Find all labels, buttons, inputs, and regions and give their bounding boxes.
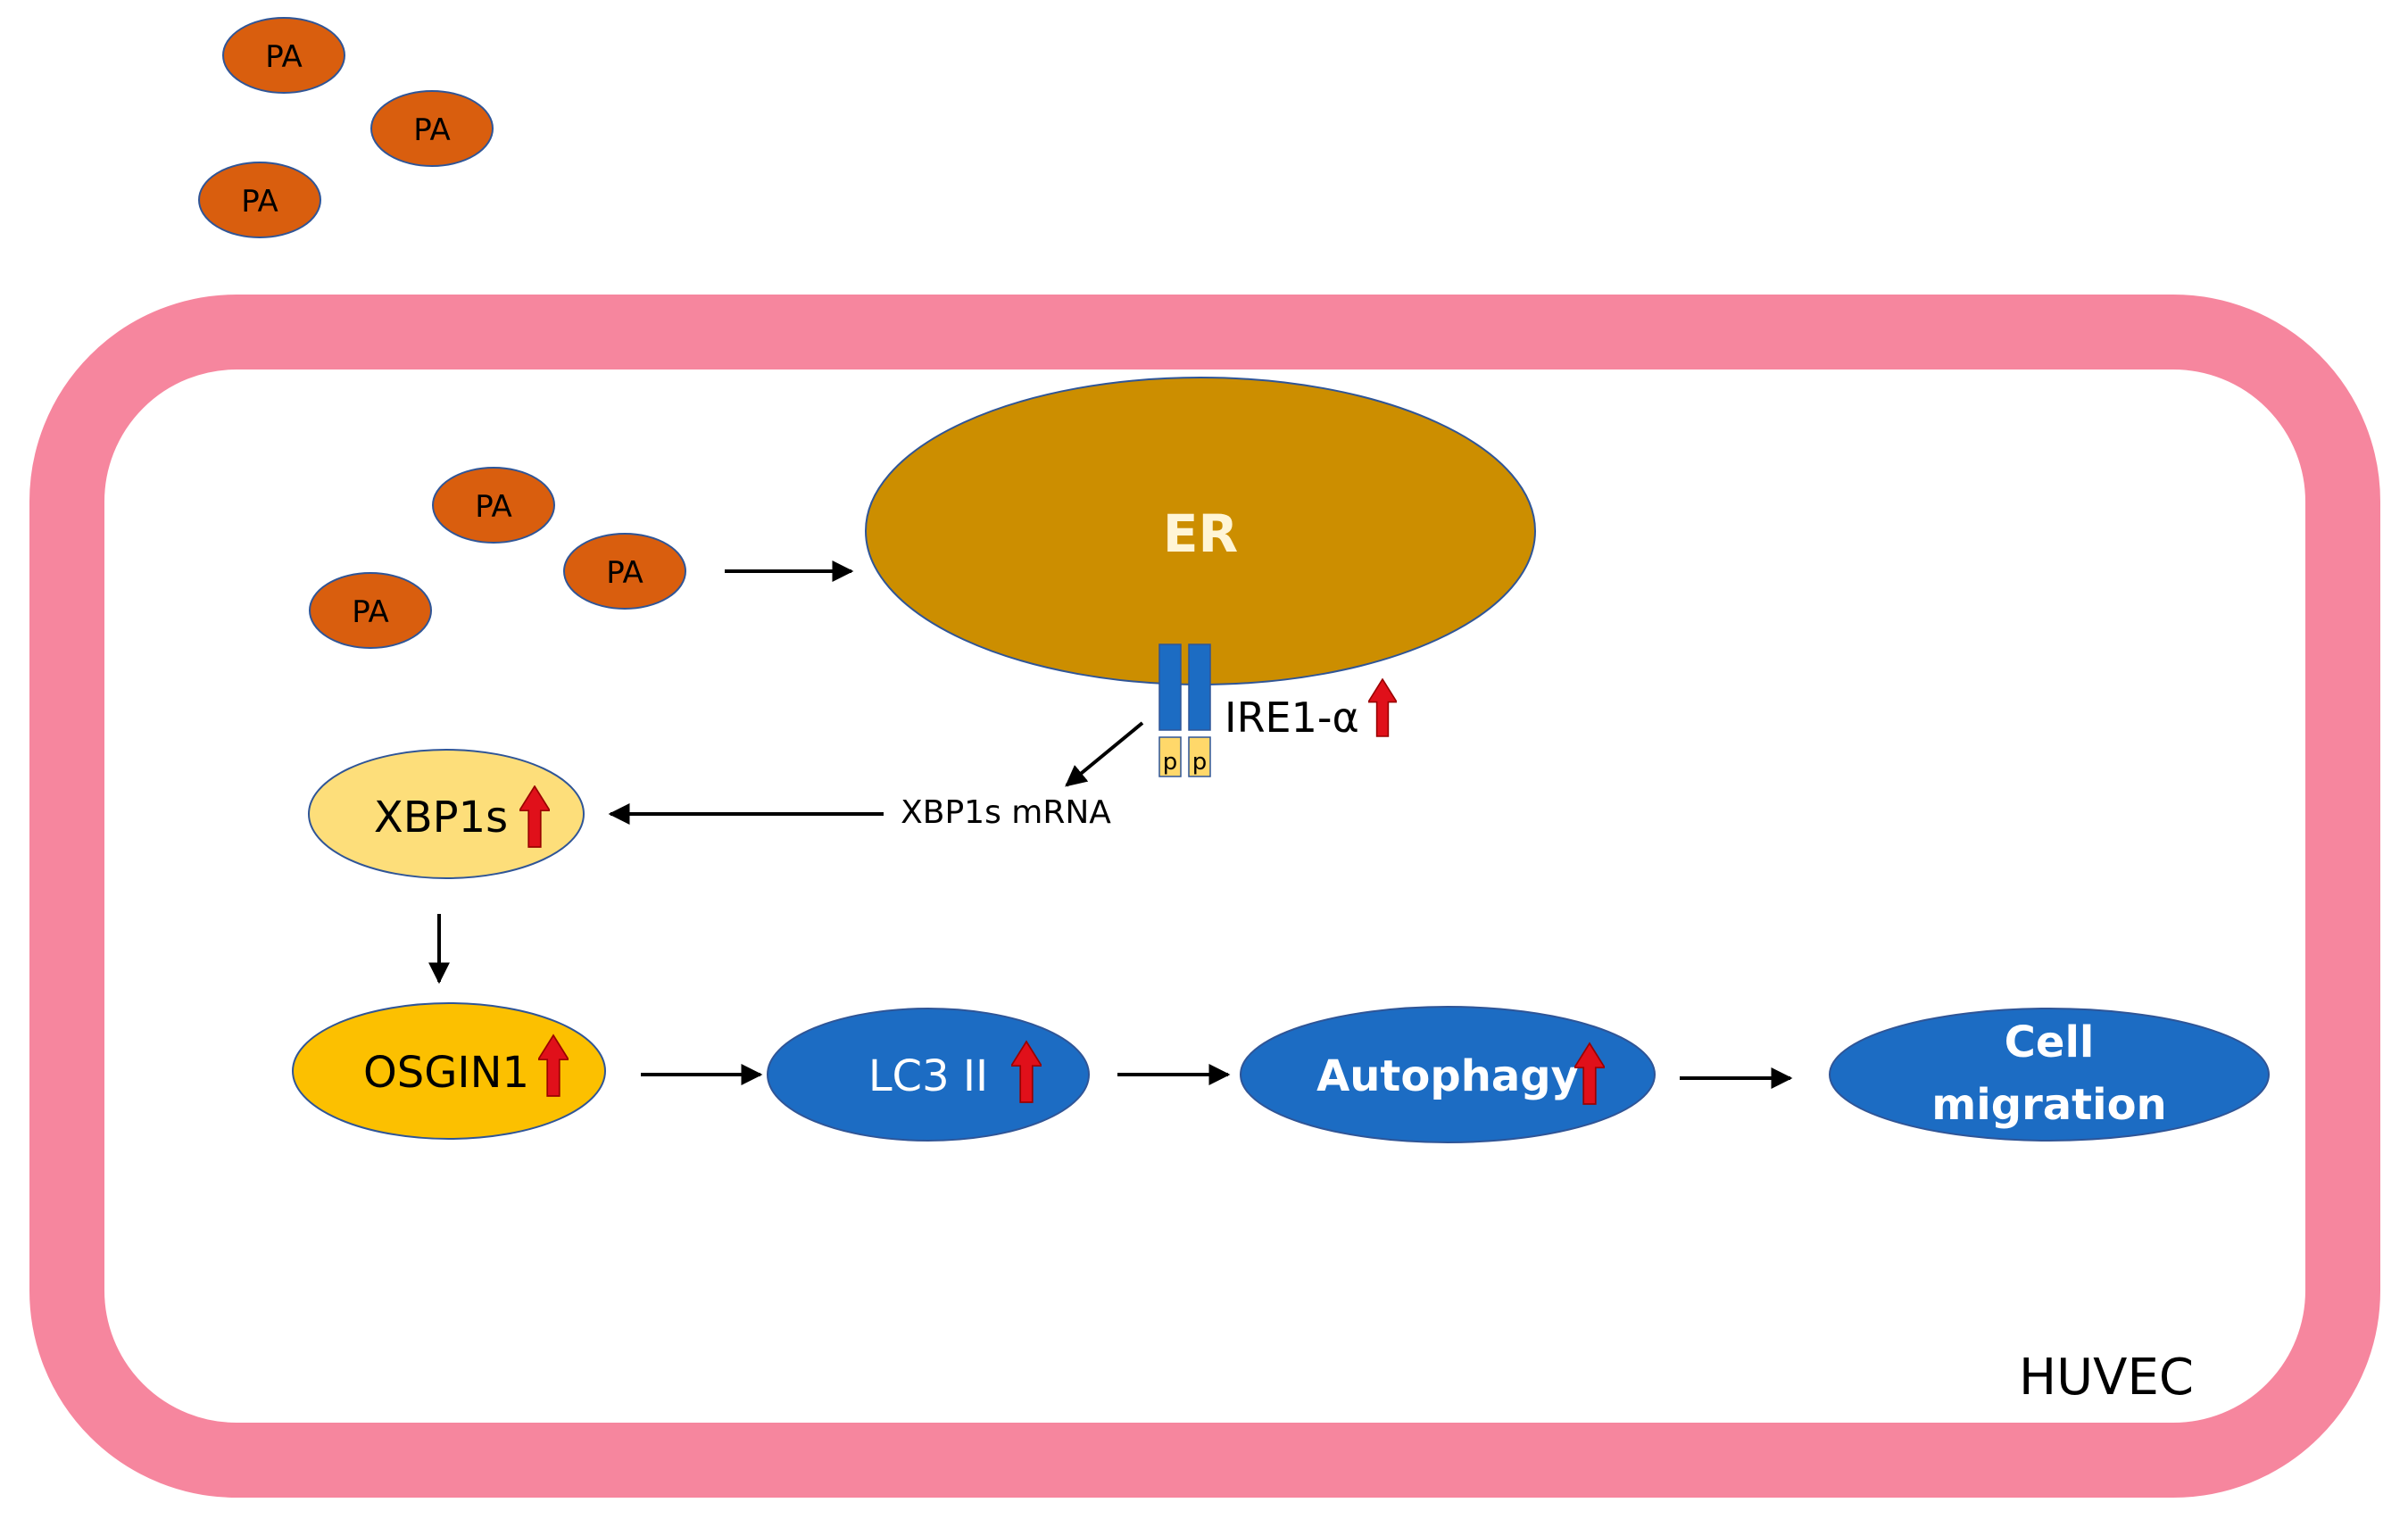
receptor-subunit [1158,643,1182,731]
er-label: ER [1163,503,1238,564]
pa-molecule [309,572,432,649]
xbp1s-node [308,749,585,879]
pa-molecule [370,90,494,167]
osgin1-label: OSGIN1 [363,1048,529,1098]
phospho-site [1158,736,1182,777]
autophagy-node [1240,1006,1656,1143]
pa-molecule [563,533,686,610]
receptor-subunit [1188,643,1211,731]
cell-migration-node [1829,1008,2270,1142]
pa-label: PA [606,555,644,591]
cell-label: HUVEC [2019,1349,2194,1407]
mrna-label: XBP1s mRNA [901,794,1111,831]
osgin1-node [292,1002,606,1140]
lc3-label: LC3 II [868,1051,988,1101]
pa-label: PA [241,184,278,220]
pa-label: PA [352,594,389,630]
cell-migration-label-line2: migration [1931,1080,2166,1130]
arrow-ire1-to-mrna [1065,721,1144,787]
pa-molecule [432,467,555,544]
xbp1s-label: XBP1s [374,793,508,843]
cell-membrane [29,295,2380,1498]
ire1-label: IRE1-α [1225,693,1359,742]
intracellular-pa-group: PA PA PA [309,467,686,649]
extracellular-pa-group: PA PA PA [198,17,494,238]
ire1-receptor: p p [1158,643,1211,777]
pa-label: PA [265,39,303,75]
pa-label: PA [475,489,512,525]
pa-molecule [222,17,345,94]
autophagy-label: Autophagy [1316,1051,1579,1101]
ire1-up-arrow-icon [1368,678,1397,737]
pa-molecule [198,162,321,238]
pa-label: PA [413,112,451,148]
cell-migration-label-line1: Cell [2005,1017,2095,1067]
phospho-site [1188,736,1211,777]
phospho-label: p [1163,749,1178,776]
lc3-node [767,1008,1090,1142]
phospho-label: p [1192,749,1208,776]
